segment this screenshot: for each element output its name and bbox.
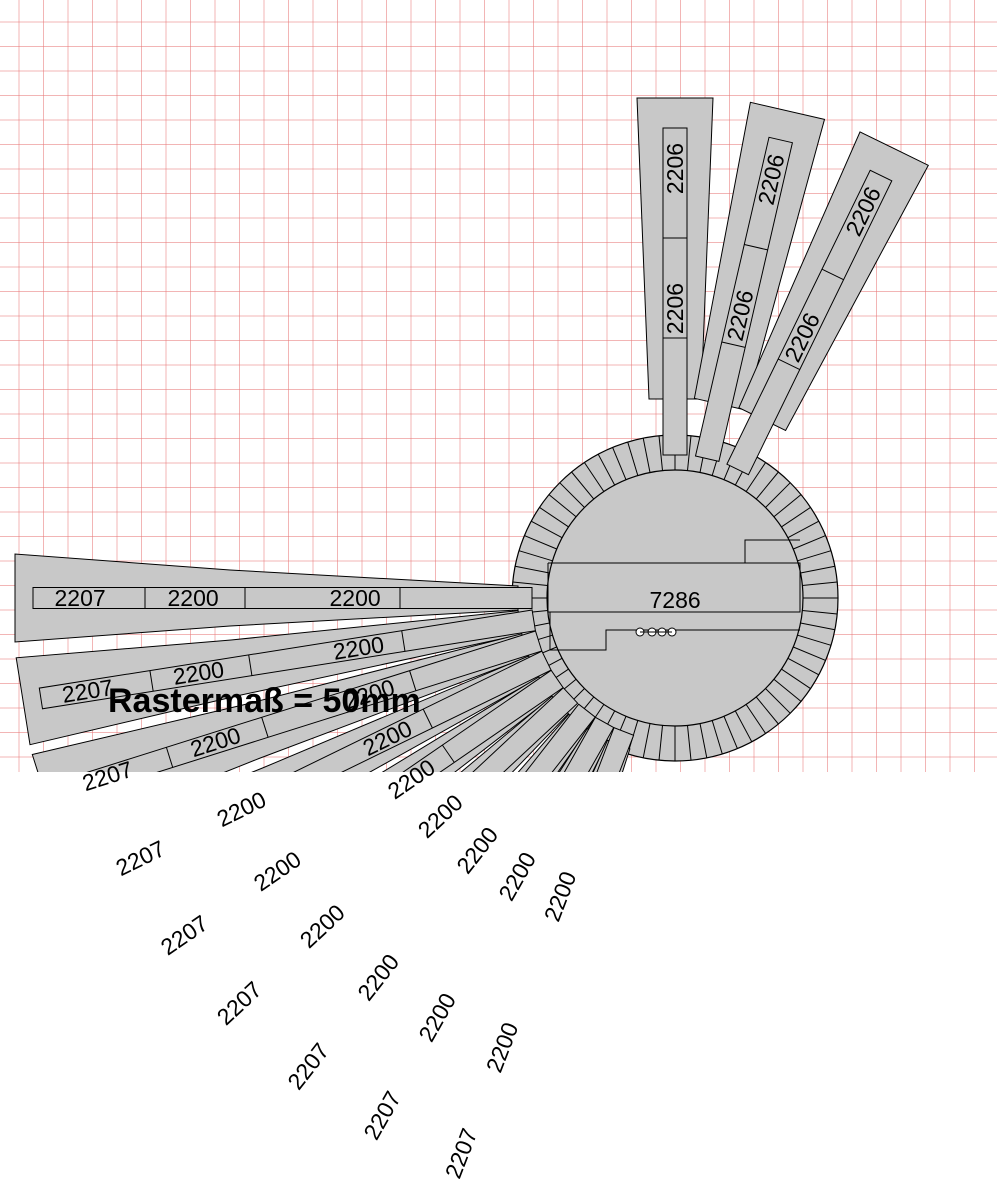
fan-track-label: 2200	[493, 847, 541, 905]
right-track-3	[726, 169, 893, 476]
fan-track-label: 2207	[111, 835, 169, 882]
pit-segment-line	[711, 720, 723, 755]
fan-track-label: 2207	[282, 1038, 335, 1095]
fan-track-joint	[401, 630, 406, 652]
fan-track-8	[563, 716, 615, 772]
fan-track-label: 2200	[538, 868, 582, 926]
pit-segment-line	[765, 688, 791, 714]
right-track-1	[662, 127, 688, 456]
pit-segment-line	[642, 723, 651, 758]
right-track-label: 2206	[661, 282, 688, 334]
pit-segment-line	[734, 710, 753, 743]
fan-track-joint	[149, 670, 154, 692]
pit-segment-line	[765, 482, 791, 508]
turntable-disk	[546, 469, 804, 727]
fan-track-joint	[248, 654, 253, 676]
pit-segment-line	[793, 535, 826, 550]
turntable-label: 7286	[649, 586, 701, 613]
fan-track-label: 2200	[351, 949, 404, 1006]
fan-stall-4	[251, 655, 540, 772]
bridge-upper-step	[548, 539, 800, 564]
fan-track-label: 2200	[249, 845, 307, 896]
fan-track-6	[472, 687, 579, 772]
fan-track-joint	[261, 717, 269, 738]
pit-segment-line	[539, 506, 569, 528]
pit-segment-line	[518, 550, 553, 562]
fan-track-label: 2207	[155, 909, 213, 960]
pit-segment-line	[699, 723, 708, 758]
fan-track-label: 2200	[294, 899, 350, 954]
pit-segment-line	[530, 520, 563, 539]
pit-segment-line	[802, 610, 838, 615]
right-track-joint	[821, 268, 844, 281]
pit-segment-line	[797, 634, 832, 646]
pit-segment-line	[800, 565, 835, 574]
fan-track-label: 2207	[357, 1086, 406, 1145]
pit-segment-line	[583, 462, 605, 492]
pit-segment-line	[755, 696, 779, 725]
fan-track-label: 2200	[329, 584, 381, 611]
right-track-label: 2206	[661, 142, 688, 194]
right-track-joint	[721, 341, 746, 348]
fan-track-label: 2207	[54, 584, 106, 611]
pit-segment-line	[687, 435, 692, 471]
pit-segment-line	[787, 657, 820, 676]
pit-segment-line	[597, 453, 616, 486]
pit-segment-line	[612, 447, 627, 480]
pit-segment-line	[793, 646, 826, 661]
fan-track-label: 2200	[167, 584, 219, 611]
fan-track-joint	[441, 744, 455, 763]
pit-segment-line	[781, 668, 811, 690]
right-track-joint	[744, 244, 768, 251]
fan-track-label: 2200	[413, 988, 462, 1046]
fan-track-label: 2200	[451, 821, 504, 879]
pit-segment-line	[745, 704, 767, 734]
pit-segment-line	[781, 506, 811, 528]
pit-segment-line	[548, 494, 577, 518]
fan-track-joint	[165, 747, 174, 768]
pit-segment-line	[755, 471, 779, 500]
fan-track-joint	[409, 670, 417, 691]
pit-segment-line	[515, 565, 550, 574]
pit-segment-line	[773, 678, 802, 702]
pit-segment-line	[745, 462, 767, 492]
pit-segment-line	[802, 581, 838, 586]
pit-segment-line	[524, 535, 557, 550]
pit-segment-line	[627, 441, 639, 476]
fan-track-7	[525, 703, 596, 772]
pit-segment-line	[800, 622, 835, 631]
fan-track-label: 2207	[440, 1124, 483, 1182]
pit-segment-line	[512, 581, 548, 586]
pit-segment-line	[571, 471, 595, 500]
pit-segment-line	[687, 725, 692, 761]
fan-track-4	[293, 650, 552, 772]
fan-track-joint	[422, 708, 433, 729]
fan-track-3	[86, 630, 543, 772]
fan-track-1	[32, 587, 533, 609]
grid-scale-caption: Rastermaß = 50mm	[108, 682, 421, 720]
pit-segment-line	[559, 482, 585, 508]
fan-track-label: 2207	[212, 976, 268, 1031]
pit-segment-line	[787, 520, 820, 539]
fan-track-label: 2200	[413, 788, 469, 843]
right-track-2	[694, 136, 793, 462]
pit-segment-line	[658, 725, 663, 761]
pit-segment-line	[642, 438, 651, 473]
right-track-joint	[777, 358, 801, 371]
fan-track-9	[596, 727, 635, 772]
pit-segment-line	[723, 716, 738, 749]
fan-track-2	[38, 609, 536, 710]
fan-stall-3	[31, 633, 530, 772]
pit-segment-line	[773, 494, 802, 518]
pit-segment-line	[797, 550, 832, 562]
track-plan-drawing	[14, 97, 929, 772]
fan-track-label: 2200	[212, 785, 271, 832]
fan-track-label: 2200	[480, 1019, 524, 1077]
pit-segment-line	[658, 435, 663, 471]
